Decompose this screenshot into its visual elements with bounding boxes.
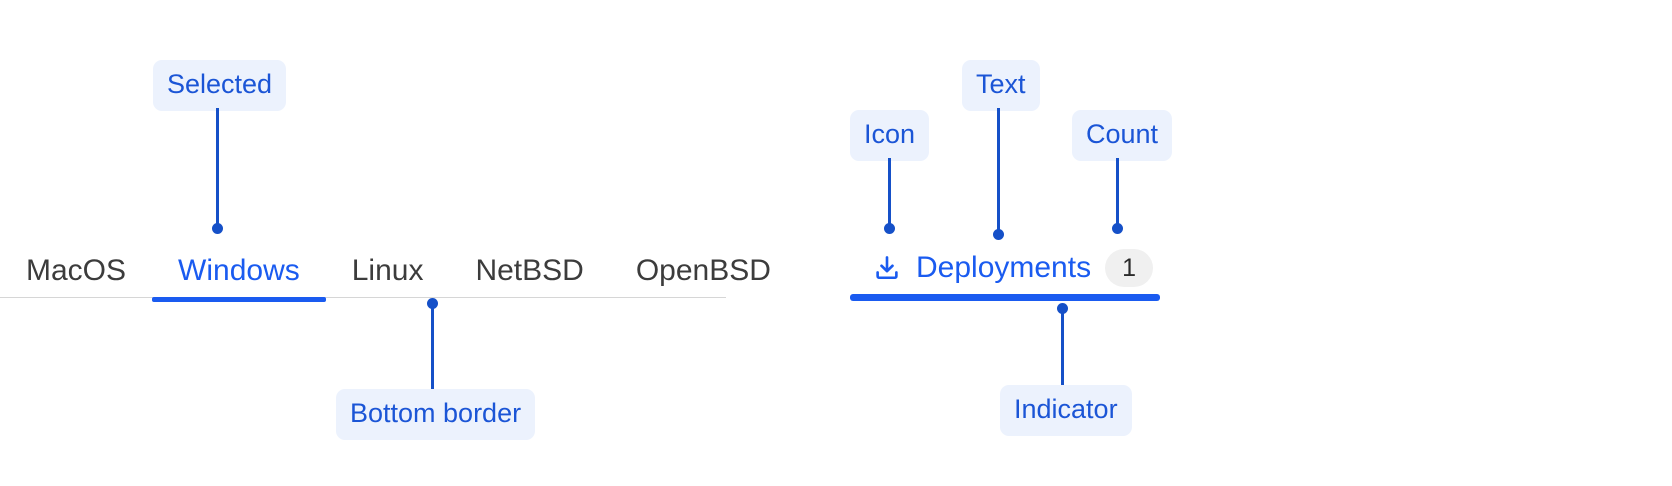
tab-linux-label: Linux <box>351 254 424 287</box>
leader-line-count <box>1116 158 1119 230</box>
leader-line-icon <box>888 158 891 230</box>
leader-dot-count <box>1112 223 1123 234</box>
callout-count: Count <box>1072 110 1173 161</box>
tab-linux[interactable]: Linux <box>326 244 450 298</box>
tab-windows-active-underline <box>152 297 326 302</box>
deployments-tab-label: Deployments <box>916 251 1092 284</box>
deployments-count-badge: 1 <box>1105 249 1154 287</box>
callout-text: Text <box>962 60 1040 111</box>
deployments-tab-button[interactable]: Deployments 1 <box>850 240 1175 296</box>
tabbar-divider <box>0 297 726 298</box>
leader-line-indicator <box>1061 308 1064 385</box>
leader-line-text <box>997 108 1000 232</box>
leader-dot-icon <box>884 223 895 234</box>
tab-windows-label: Windows <box>178 254 300 287</box>
callout-indicator: Indicator <box>1000 385 1132 436</box>
leader-line-bottom-border <box>431 303 434 389</box>
callout-selected: Selected <box>153 60 287 111</box>
tab-openbsd[interactable]: OpenBSD <box>610 244 797 298</box>
tab-macos-label: MacOS <box>26 254 127 287</box>
tab-macos[interactable]: MacOS <box>0 244 152 298</box>
tab-openbsd-label: OpenBSD <box>635 254 771 287</box>
leader-dot-text <box>993 229 1004 240</box>
deployments-active-indicator <box>850 294 1160 301</box>
leader-dot-selected <box>212 223 223 234</box>
leader-line-selected <box>216 108 219 230</box>
tab-bar: MacOS Windows Linux NetBSD OpenBSD <box>0 244 771 302</box>
deployments-tab: Deployments 1 <box>850 240 1160 301</box>
download-tray-icon <box>876 256 898 280</box>
tab-netbsd-label: NetBSD <box>475 254 584 287</box>
tab-windows[interactable]: Windows <box>152 244 326 302</box>
tab-netbsd[interactable]: NetBSD <box>449 244 609 298</box>
callout-bottom-border: Bottom border <box>336 389 536 440</box>
callout-icon: Icon <box>850 110 930 161</box>
